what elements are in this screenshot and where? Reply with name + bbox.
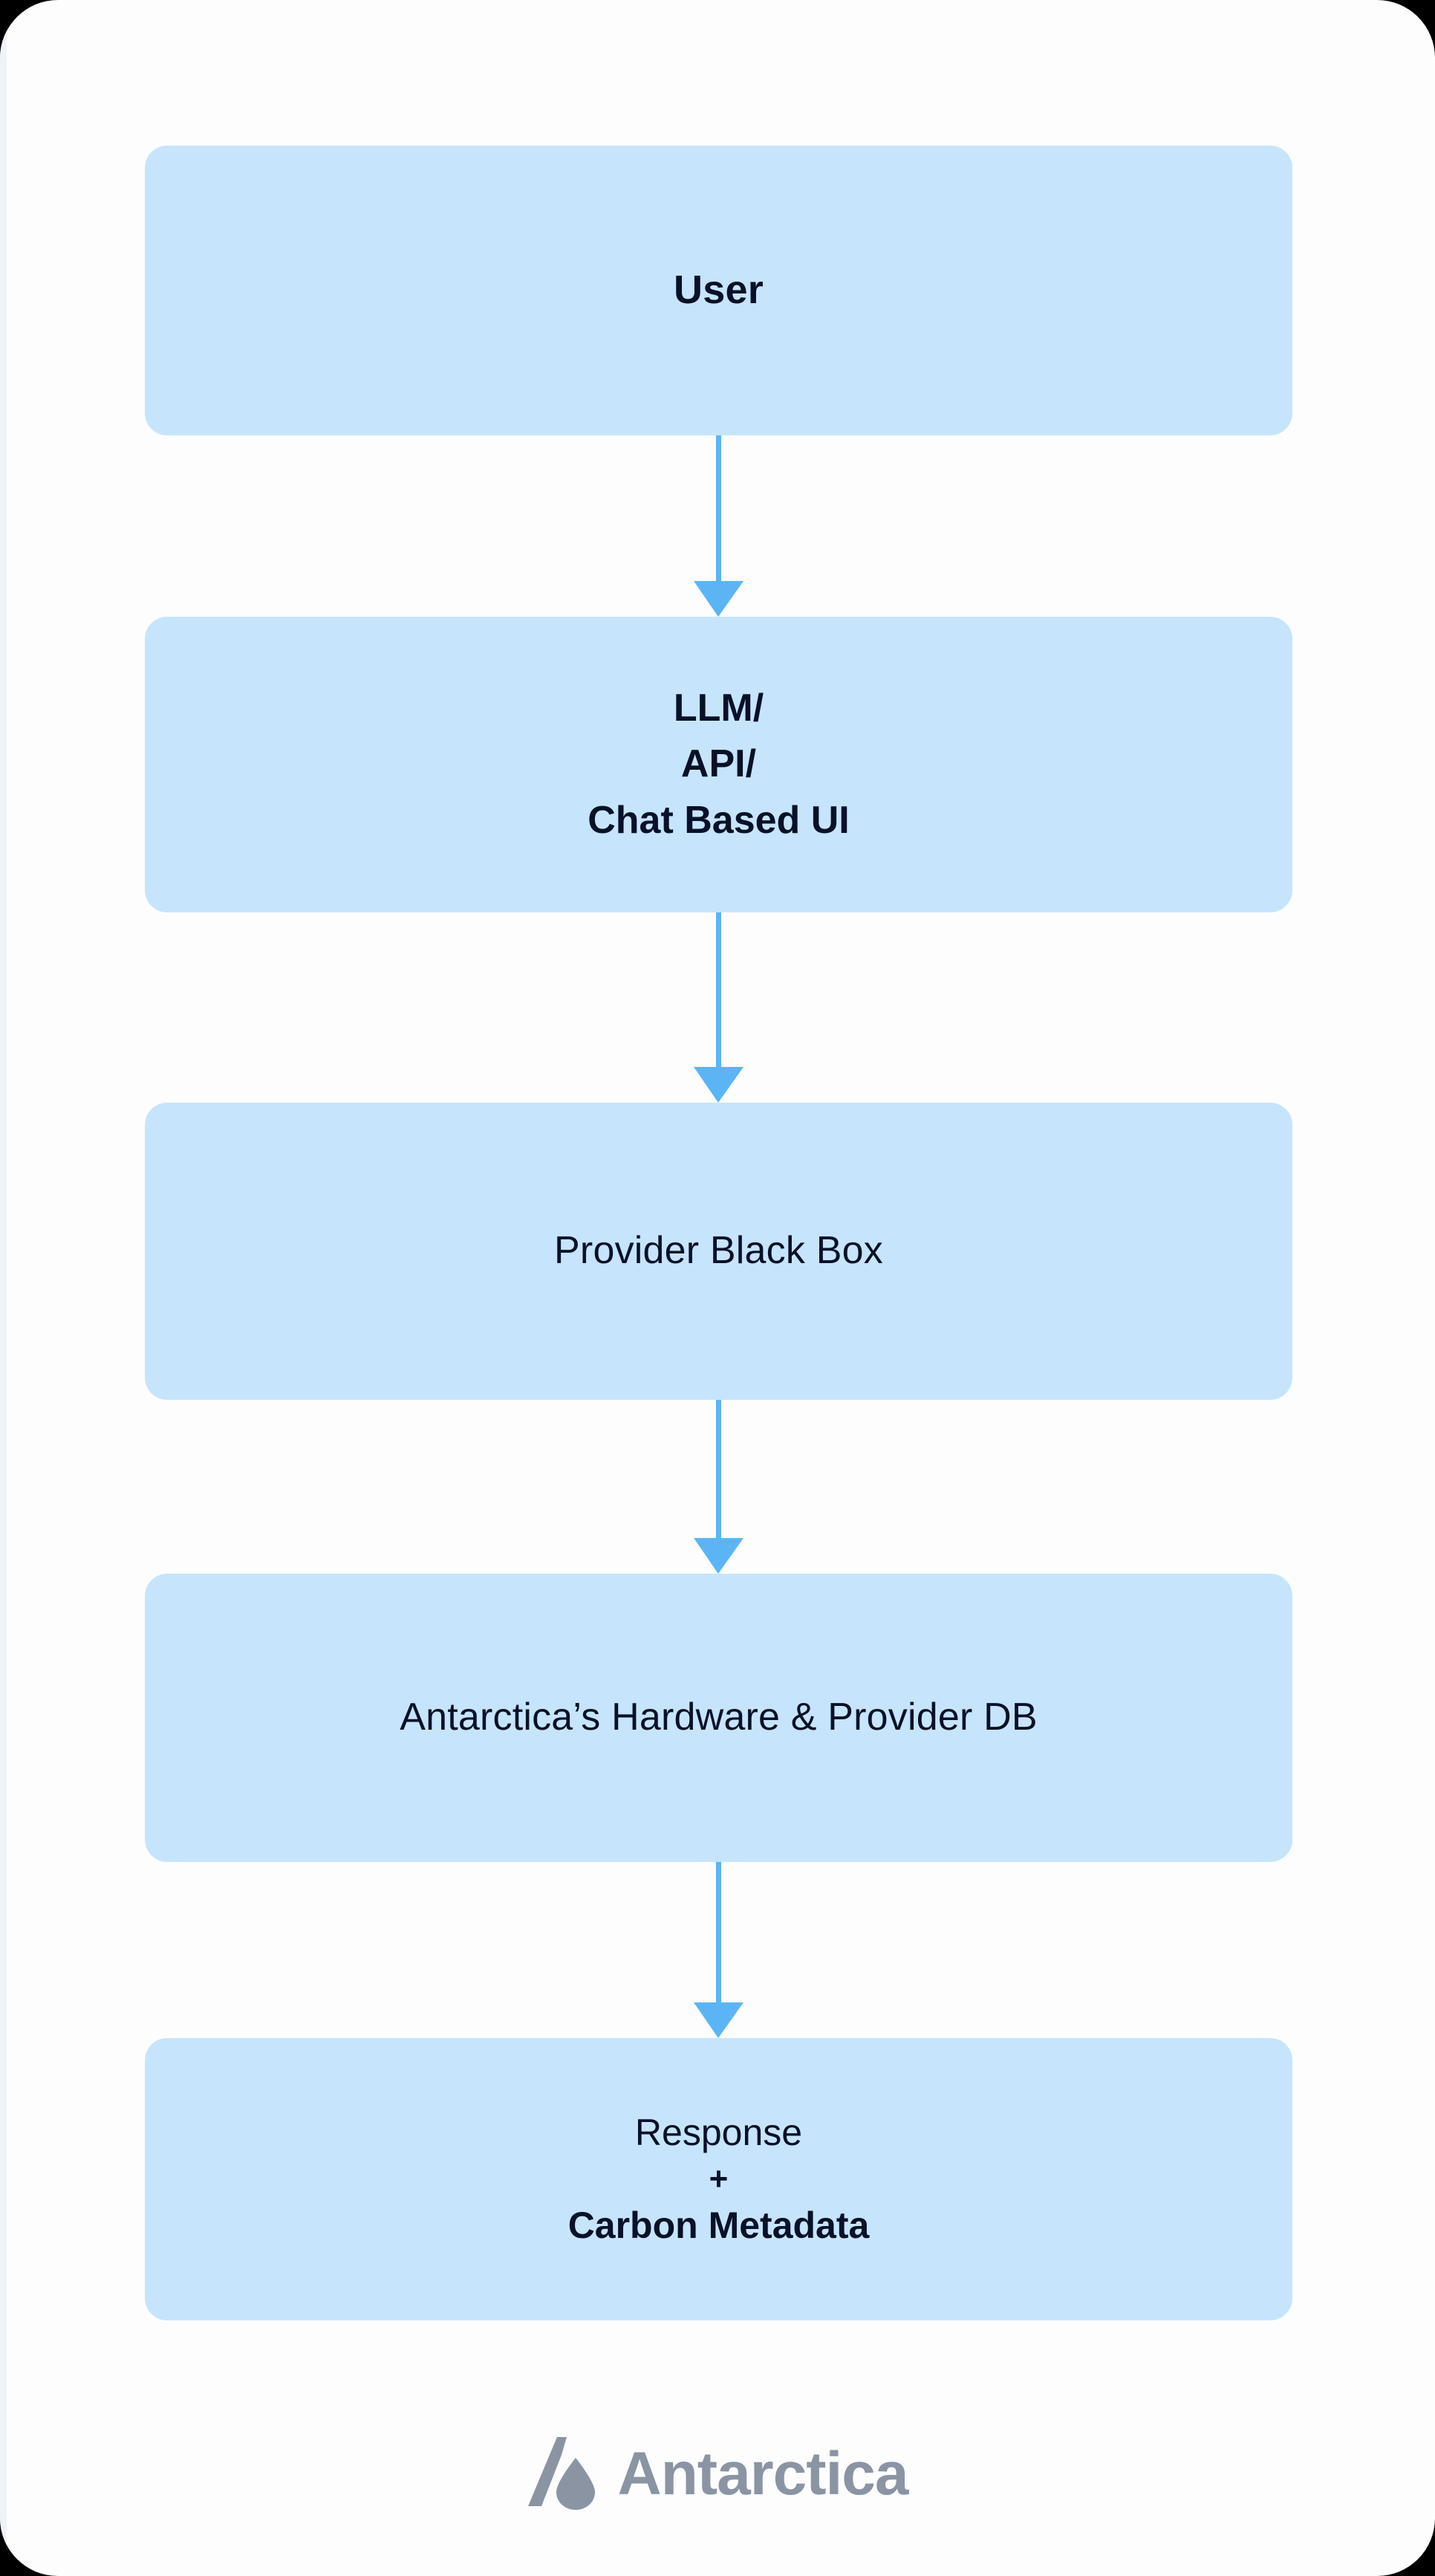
antarctica-droplet-logo-icon (528, 2437, 596, 2510)
flow-arrow-db-to-response (694, 1862, 743, 2038)
arrow-shaft (716, 912, 721, 1067)
arrow-head-down-icon (694, 581, 743, 617)
flow-arrow-llm-to-provider (694, 912, 743, 1103)
flow-node-llm-api-chat-ui[interactable]: LLM/ API/ Chat Based UI (145, 617, 1292, 912)
flow-arrow-user-to-llm (694, 435, 743, 617)
flow-arrow-provider-to-db (694, 1400, 743, 1574)
flow-node-llm-line-2: API/ (680, 742, 757, 786)
arrow-head-down-icon (694, 1067, 743, 1103)
footer-brand-logo: Antarctica (0, 2436, 1435, 2513)
flow-node-user[interactable]: User (145, 146, 1292, 435)
arrow-head-down-icon (694, 2002, 743, 2038)
flow-node-llm-line-1: LLM/ (673, 687, 764, 730)
arrow-shaft (716, 1862, 721, 2002)
arrow-shaft (716, 435, 721, 581)
flow-node-db-line-1: Antarctica’s Hardware & Provider DB (400, 1696, 1038, 1739)
flow-node-response-line-3: Carbon Metadata (567, 2204, 870, 2247)
flow-node-user-line-1: User (674, 267, 764, 313)
flow-node-response-carbon-metadata[interactable]: Response + Carbon Metadata (145, 2038, 1292, 2320)
flow-node-response-line-1: Response (634, 2111, 803, 2153)
left-edge-strip (0, 0, 7, 2576)
arrow-shaft (716, 1400, 721, 1538)
flow-node-provider-black-box[interactable]: Provider Black Box (145, 1103, 1292, 1400)
arrow-head-down-icon (694, 1538, 743, 1574)
footer-brand-name: Antarctica (617, 2440, 908, 2508)
flow-node-llm-line-3: Chat Based UI (588, 798, 850, 842)
flow-node-response-line-2: + (709, 2160, 729, 2197)
flow-node-provider-line-1: Provider Black Box (554, 1229, 883, 1273)
flow-node-antarctica-hardware-provider-db[interactable]: Antarctica’s Hardware & Provider DB (145, 1574, 1292, 1862)
